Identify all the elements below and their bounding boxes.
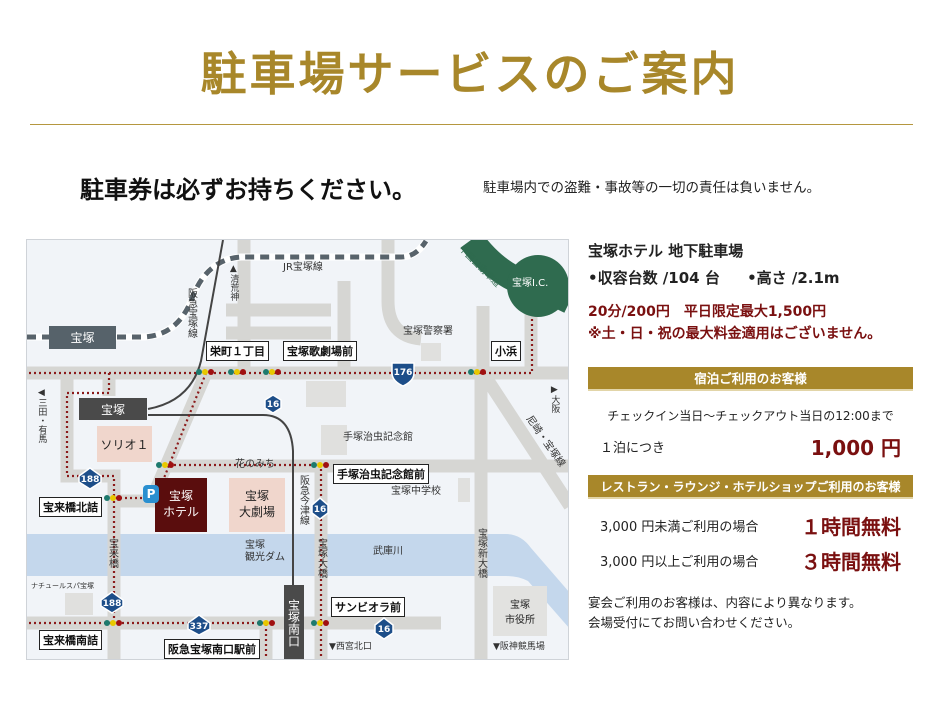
intersection-tezuka: 手塚治虫記念館前: [333, 464, 429, 484]
dam-label: 宝塚 観光ダム: [245, 540, 285, 563]
jr-line-label: JR宝塚線: [283, 262, 323, 273]
restaurant-benefit-2: ３時間無料: [801, 550, 901, 574]
sorio-building: ソリオ１: [97, 426, 152, 462]
parking-rate: 20分/200円 平日限定最大1,500円: [588, 304, 827, 320]
stay-price: 1,000 円: [810, 436, 901, 460]
intersection-minamiguchi-ekimae: 阪急宝塚南口駅前: [164, 639, 260, 659]
ohashi-bridge-label: 宝塚大橋: [315, 538, 327, 578]
intersection-sunvioera: サンビオラ前: [331, 597, 405, 617]
river-label: 武庫川: [373, 546, 403, 557]
direction-hanshin: ▼阪神競馬場: [493, 642, 545, 652]
imazu-line-label: 阪急今津線: [297, 475, 309, 525]
stay-period: チェックイン当日〜チェックアウト当日の12:00まで: [607, 409, 894, 423]
hananomichi-label: 花のみち: [235, 459, 275, 470]
disclaimer: 駐車場内での盗難・事故等の一切の責任は負いません。: [483, 180, 821, 196]
restaurant-benefit-1: １時間無料: [801, 515, 901, 539]
restaurant-cond-2: 3,000 円以上ご利用の場合: [600, 555, 759, 570]
ic-label: 宝塚I.C.: [512, 278, 549, 289]
city-hall: 宝塚 市役所: [493, 586, 547, 636]
parking-name: 宝塚ホテル 地下駐車場: [588, 242, 744, 260]
shin-ohashi-bridge-label: 宝塚新大橋: [475, 528, 487, 578]
route-16-label: 16: [378, 625, 391, 635]
ic-circle: [507, 255, 568, 317]
hankyu-imazu-line: [148, 414, 294, 591]
hankyu-takarazuka-station: 宝塚: [79, 398, 147, 420]
school-label: 宝塚中学校: [391, 486, 441, 497]
restaurant-cond-1: 3,000 円未満ご利用の場合: [600, 520, 759, 535]
parking-icon: P: [143, 485, 159, 503]
capacity: •収容台数 /104 台: [588, 269, 720, 287]
route-337-label: 337: [190, 622, 209, 632]
police-label: 宝塚警察署: [403, 326, 453, 337]
route-16-label: 16: [267, 400, 280, 410]
direction-kiyoshikojin: ▲清荒神: [228, 264, 239, 301]
hankyu-takarazuka-line: [147, 240, 224, 410]
route-188-label: 188: [81, 475, 100, 485]
banquet-note-2: 会場受付にてお問い合わせください。: [588, 615, 801, 630]
intersection-kagekijo: 宝塚歌劇場前: [283, 341, 357, 361]
traffic-lights: [104, 369, 486, 626]
intersection-kohama: 小浜: [491, 341, 521, 361]
takarazuka-hotel: 宝塚 ホテル: [155, 478, 207, 532]
route-176-label: 176: [394, 368, 413, 378]
parking-ticket-notice: 駐車券は必ずお持ちください。: [80, 176, 416, 204]
banquet-note-1: 宴会ご利用のお客様は、内容により異なります。: [588, 595, 862, 610]
height-limit: •高さ /2.1m: [747, 269, 840, 287]
direction-nishinomiya: ▼西宮北口: [329, 642, 372, 652]
restaurant-header: レストラン・ラウンジ・ホテルショップご利用のお客様: [588, 475, 913, 499]
tezuka-museum-label: 手塚治虫記念館: [343, 432, 413, 443]
intersection-horaibashi-minami: 宝来橋南詰: [39, 630, 102, 650]
minamiguchi-station: 宝塚南口: [284, 585, 304, 659]
parking-info-panel: 宝塚ホテル 地下駐車場 •収容台数 /104 台 •高さ /2.1m 20分/2…: [588, 238, 913, 633]
intersection-sakaemachi: 栄町１丁目: [206, 341, 269, 361]
spa-label: ナチュールスパ宝塚: [31, 582, 94, 590]
page-title: 駐車場サービスのご案内: [200, 47, 740, 101]
direction-sanda: ◀三田・有馬: [36, 388, 47, 443]
access-map: 16 16 16 188 188 337 176 宝塚 宝塚 ソリオ１ 宝塚 ホ…: [26, 239, 569, 660]
route-16-label: 16: [314, 505, 327, 515]
divider: [30, 124, 913, 125]
stay-label: １泊につき: [600, 441, 666, 456]
grand-theater: 宝塚 大劇場: [229, 478, 285, 532]
hankyu-line-label: 阪急宝塚線: [185, 288, 197, 338]
horai-bridge-label: 宝来橋: [106, 538, 118, 568]
direction-osaka: ▶大阪: [549, 385, 560, 413]
route-shields: [78, 362, 415, 640]
rate-note: ※土・日・祝の最大料金適用はございません。: [588, 326, 882, 342]
route-188-label: 188: [103, 599, 122, 609]
intersection-horaibashi-kita: 宝来橋北詰: [39, 497, 102, 517]
jr-takarazuka-station: 宝塚: [49, 326, 116, 349]
stay-header: 宿泊ご利用のお客様: [588, 367, 913, 391]
river: [27, 534, 568, 627]
